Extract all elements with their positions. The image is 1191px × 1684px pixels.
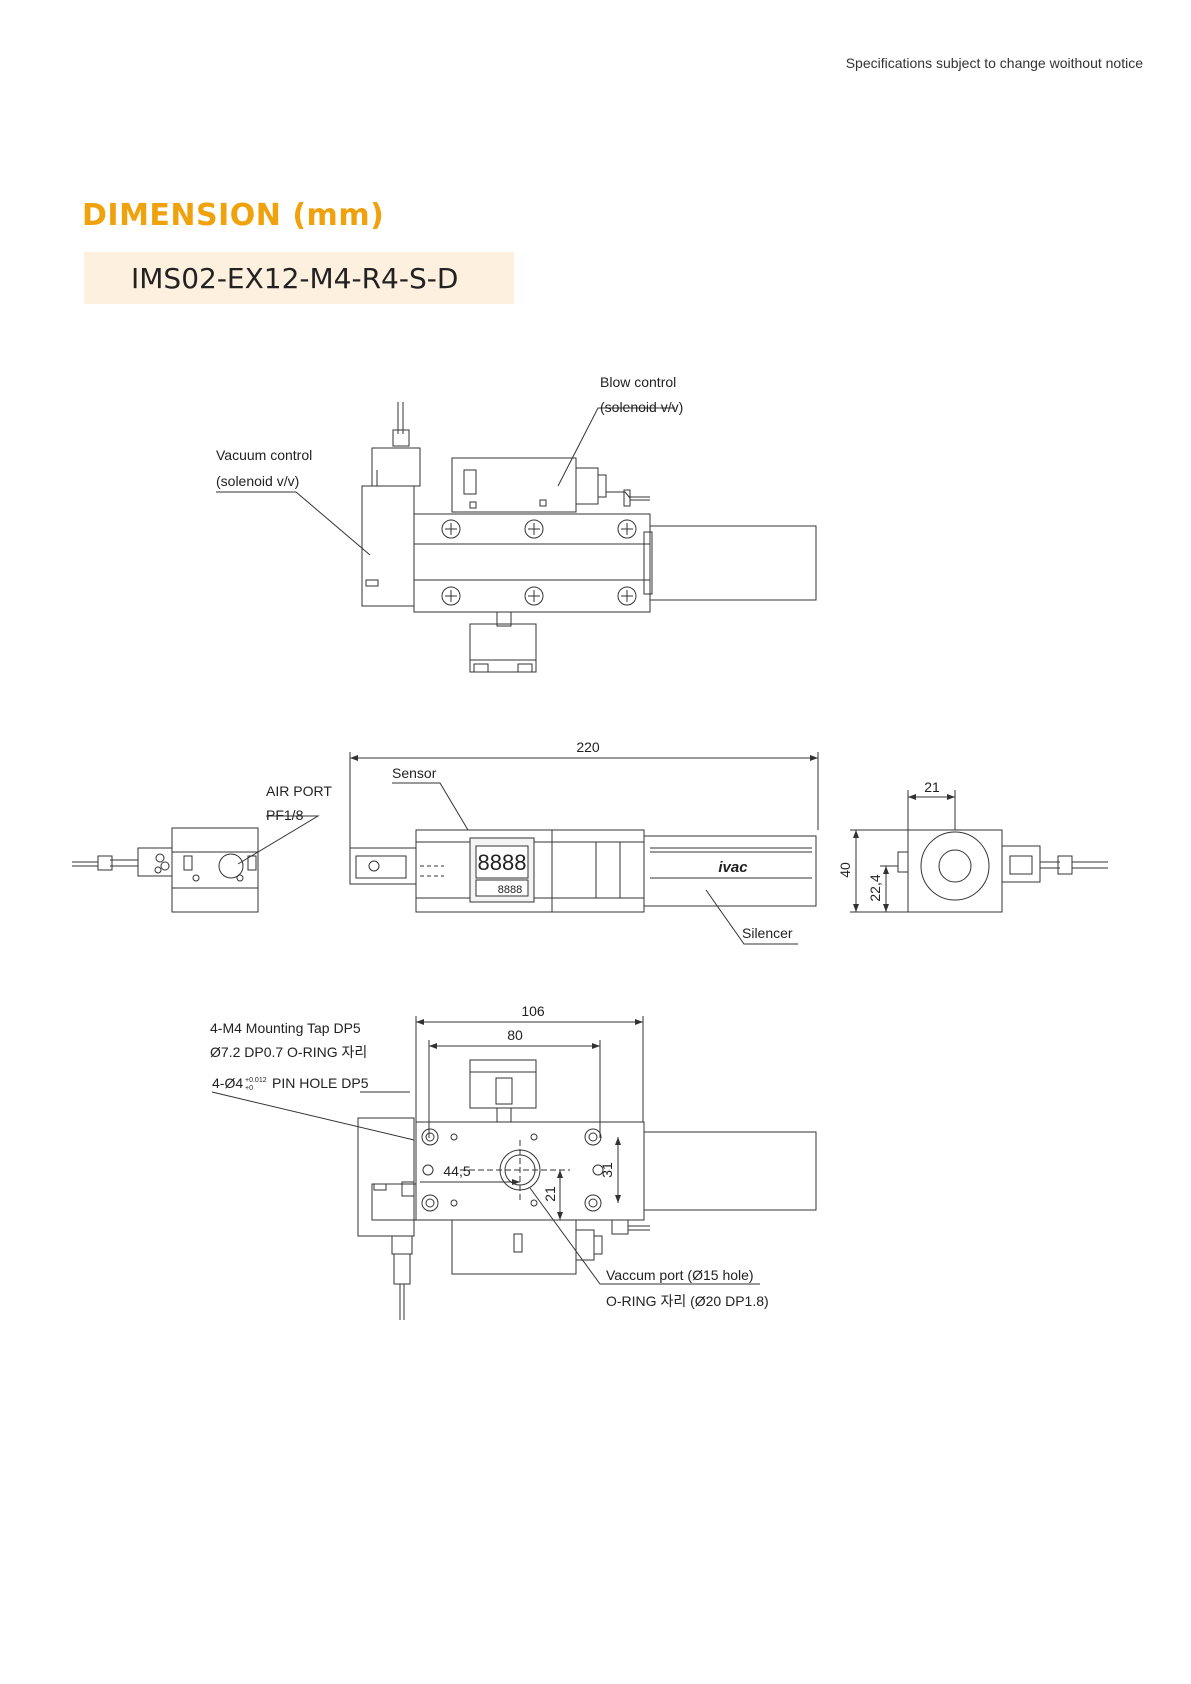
leader-vacuum-control: [216, 491, 371, 556]
leader-sensor: [392, 782, 469, 831]
dim-44-5: 44,5: [443, 1163, 470, 1179]
ejector-body-top: [413, 513, 651, 613]
label-silencer: Silencer: [742, 925, 793, 941]
spec-notice: Specifications subject to change woithou…: [845, 55, 1143, 71]
pressure-sensor-top: [469, 611, 537, 673]
dim-31: 31: [599, 1162, 615, 1178]
sensor-main-readout: 8888: [478, 850, 527, 875]
blow-solenoid-bottom: [451, 1219, 650, 1275]
silencer-top: [649, 525, 817, 601]
label-pin-hole-suffix: PIN HOLE DP5: [272, 1075, 369, 1091]
pressure-sensor-bottom: [469, 1059, 537, 1123]
vacuum-solenoid-bottom: [357, 1117, 417, 1320]
bottom-view: [211, 1016, 817, 1320]
dim-21-right: 21: [924, 779, 940, 795]
sensor-sub-readout: 8888: [498, 884, 522, 896]
dim-40: 40: [837, 862, 853, 878]
label-air-port: AIR PORT: [266, 783, 332, 799]
top-view: [216, 402, 817, 673]
silencer-bottom: [643, 1131, 817, 1211]
dim-22-4: 22,4: [867, 874, 883, 901]
label-vacuum-control-sub: (solenoid v/v): [216, 473, 299, 489]
label-pin-hole: 4-Ø4 +0.012 +0 PIN HOLE DP5: [212, 1075, 369, 1092]
leader-blow-control: [557, 407, 675, 487]
label-oring-small: Ø7.2 DP0.7 O-RING 자리: [210, 1044, 367, 1060]
label-pin-hole-prefix: 4-Ø4: [212, 1075, 243, 1091]
label-blow-control-sub: (solenoid v/v): [600, 399, 683, 415]
label-blow-control: Blow control: [600, 374, 676, 390]
label-pin-hole-tol-upper: +0.012: [245, 1077, 267, 1084]
label-oring-large: O-RING 자리 (Ø20 DP1.8): [606, 1293, 769, 1309]
label-sensor: Sensor: [392, 765, 437, 781]
brand-logo: ivac: [718, 859, 748, 876]
leader-air-port: [237, 815, 320, 865]
label-pin-hole-tol-lower: +0: [245, 1085, 253, 1092]
label-vacuum-port: Vaccum port (Ø15 hole): [606, 1267, 754, 1283]
leader-vacuum-port: [529, 1187, 760, 1285]
ejector-side: 8888 8888 ivac: [349, 829, 817, 945]
vacuum-solenoid-valve: [361, 402, 421, 607]
dim-106: 106: [521, 1003, 545, 1019]
model-banner: IMS02-EX12-M4-R4-S-D: [84, 252, 514, 304]
label-vacuum-control: Vacuum control: [216, 447, 312, 463]
side-view: 8888 8888 ivac: [72, 752, 1108, 945]
dim-21-bottom: 21: [542, 1186, 558, 1202]
right-end-view: [850, 790, 1108, 913]
leader-silencer: [705, 889, 798, 945]
model-number: IMS02-EX12-M4-R4-S-D: [131, 262, 459, 295]
left-end-view: [72, 827, 259, 913]
sensor-display: 8888 8888: [469, 837, 535, 903]
silencer-side: [643, 835, 817, 907]
label-air-port-size: PF1/8: [266, 807, 304, 823]
dim-220: 220: [576, 739, 600, 755]
leader-mounting-tap: [211, 1091, 415, 1141]
page-title: DIMENSION (mm): [82, 198, 385, 233]
dim-80: 80: [507, 1027, 523, 1043]
silencer-collar-top: [643, 531, 653, 595]
blow-solenoid-valve: [451, 457, 650, 513]
label-mounting-tap: 4-M4 Mounting Tap DP5: [210, 1020, 361, 1036]
